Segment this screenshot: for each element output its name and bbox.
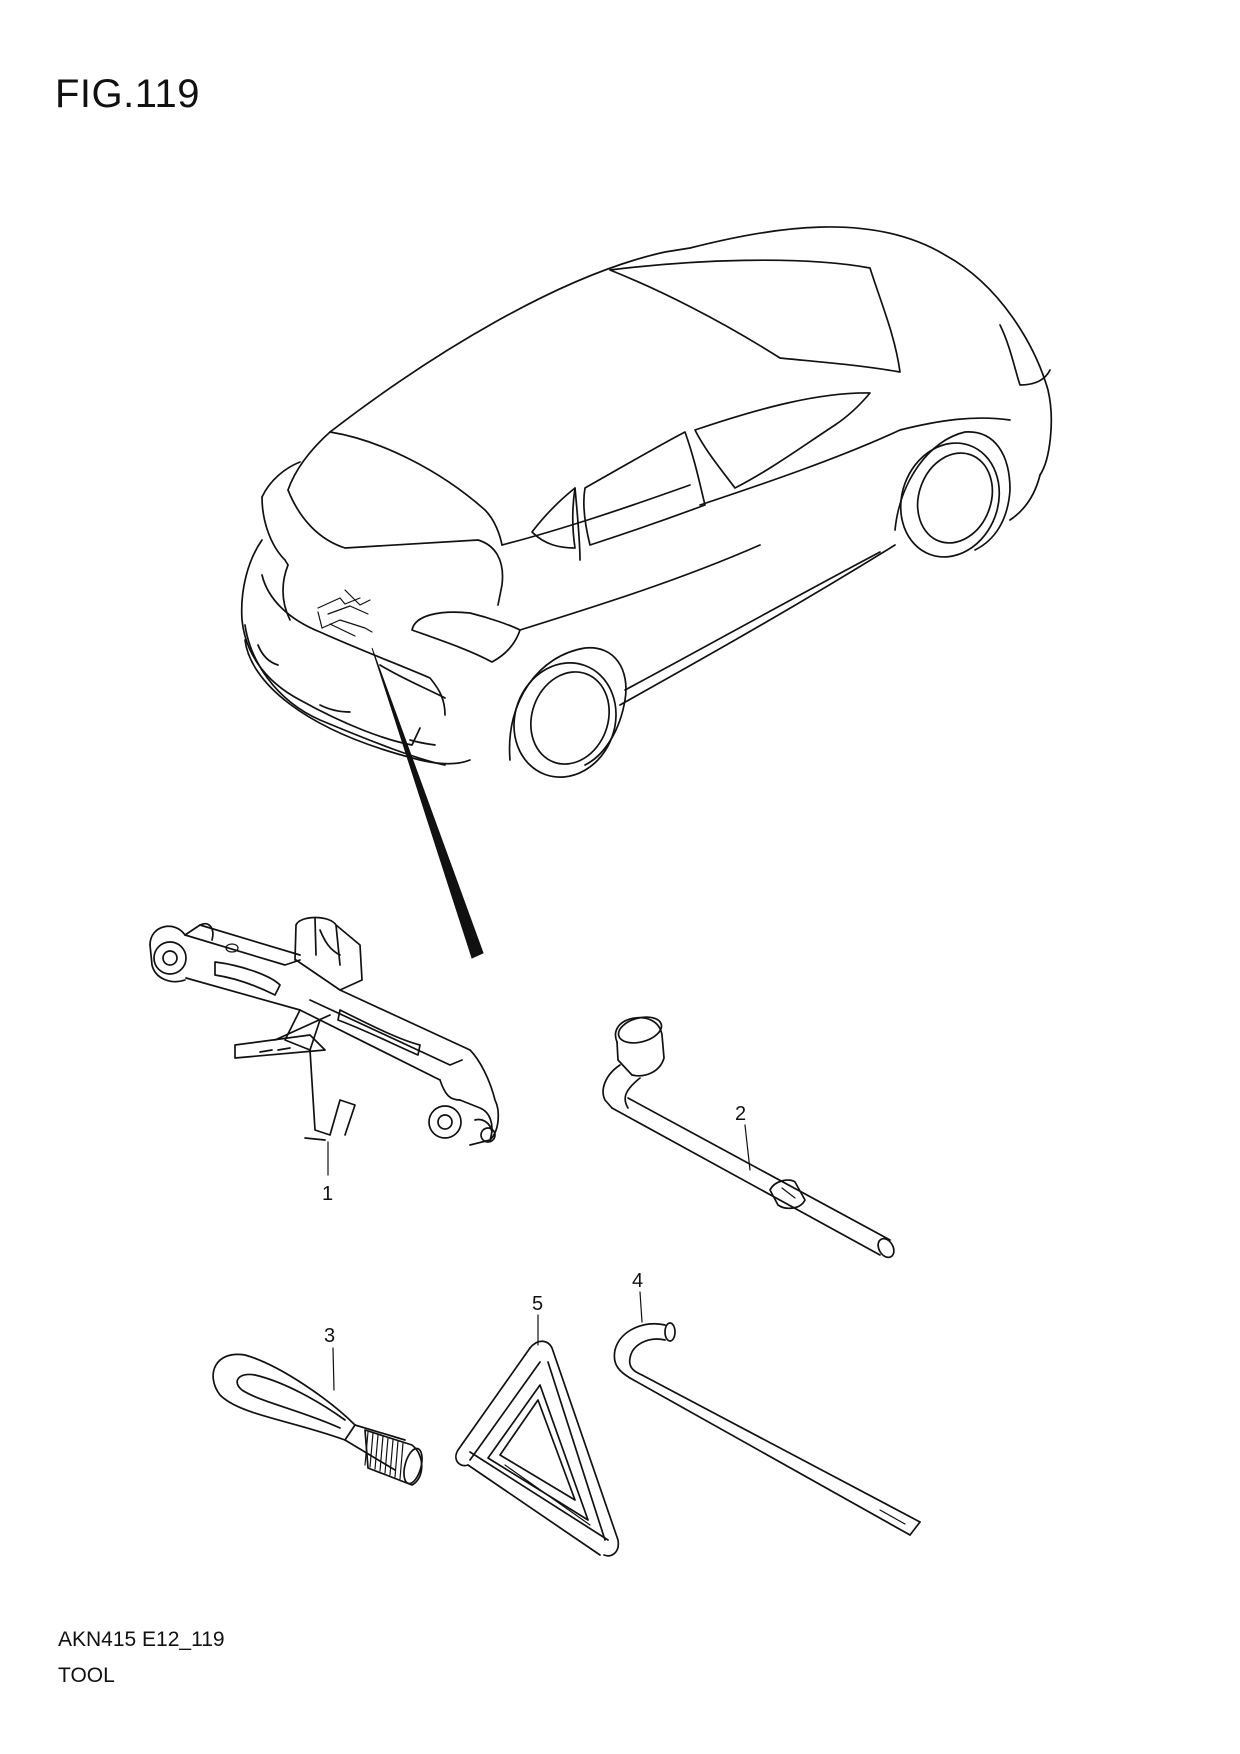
leader-line-2 [744,1124,751,1171]
callout-5: 5 [532,1293,543,1315]
callout-4: 4 [632,1270,643,1292]
towing-hook-icon [212,1353,423,1486]
figure-title: FIG.119 [55,72,201,116]
callout-1: 1 [322,1183,333,1205]
warning-triangle-icon [455,1340,620,1557]
scissor-jack-icon [149,916,500,1146]
callout-2: 2 [735,1103,746,1125]
leader-line-4 [639,1291,643,1323]
callout-3: 3 [324,1325,335,1347]
tool-location-icon [317,589,373,637]
leader-pointer [371,647,484,959]
figure-code: AKN415 E12_119 [58,1628,225,1651]
car-rear-view-icon [240,226,1053,778]
leader-line-3 [332,1347,335,1391]
wheel-brace-icon [602,1016,895,1259]
jack-handle-icon [613,1322,921,1536]
section-title: TOOL [58,1664,115,1687]
